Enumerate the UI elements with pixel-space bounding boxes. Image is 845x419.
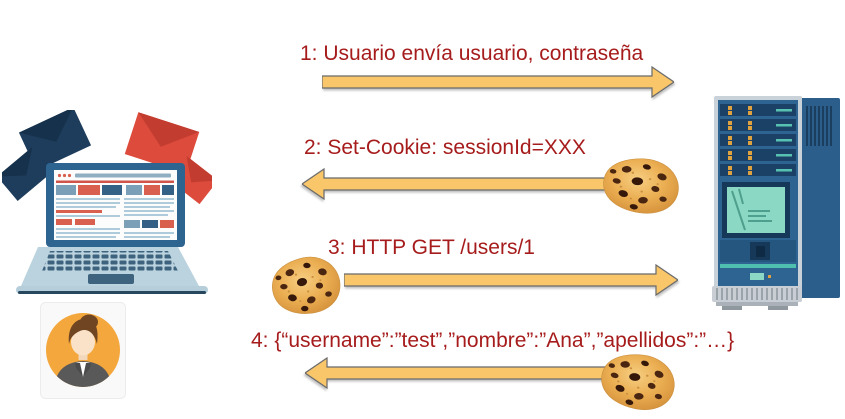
- message-label-3: 3: HTTP GET /users/1: [328, 236, 535, 259]
- laptop-keyboard: [16, 247, 208, 294]
- envelope-icon: [124, 112, 200, 174]
- message-label-4: 4: {“username”:”test”,”nombre”:”Ana”,”ap…: [251, 329, 735, 352]
- cookie-icon: [593, 344, 683, 417]
- server-screen: [722, 182, 790, 238]
- message-arrow-left-4: [305, 357, 642, 389]
- server-vents: [806, 106, 832, 146]
- server-rack-rows: [720, 104, 796, 176]
- server-base: [712, 286, 802, 310]
- cookie-icon: [266, 251, 346, 318]
- message-label-1: 1: Usuario envía usuario, contraseña: [300, 42, 644, 65]
- message-label-2: 2: Set-Cookie: sessionId=XXX: [304, 136, 586, 159]
- client-laptop-icon: [2, 110, 212, 294]
- laptop-screen: [46, 163, 185, 247]
- cookie-icon: [596, 151, 685, 220]
- message-arrow-left-2: [302, 168, 640, 200]
- message-arrow-right-3: [344, 264, 678, 296]
- message-arrow-right-1: [322, 66, 674, 98]
- woman-avatar-icon: [40, 302, 126, 399]
- server-tower-icon: [712, 96, 840, 310]
